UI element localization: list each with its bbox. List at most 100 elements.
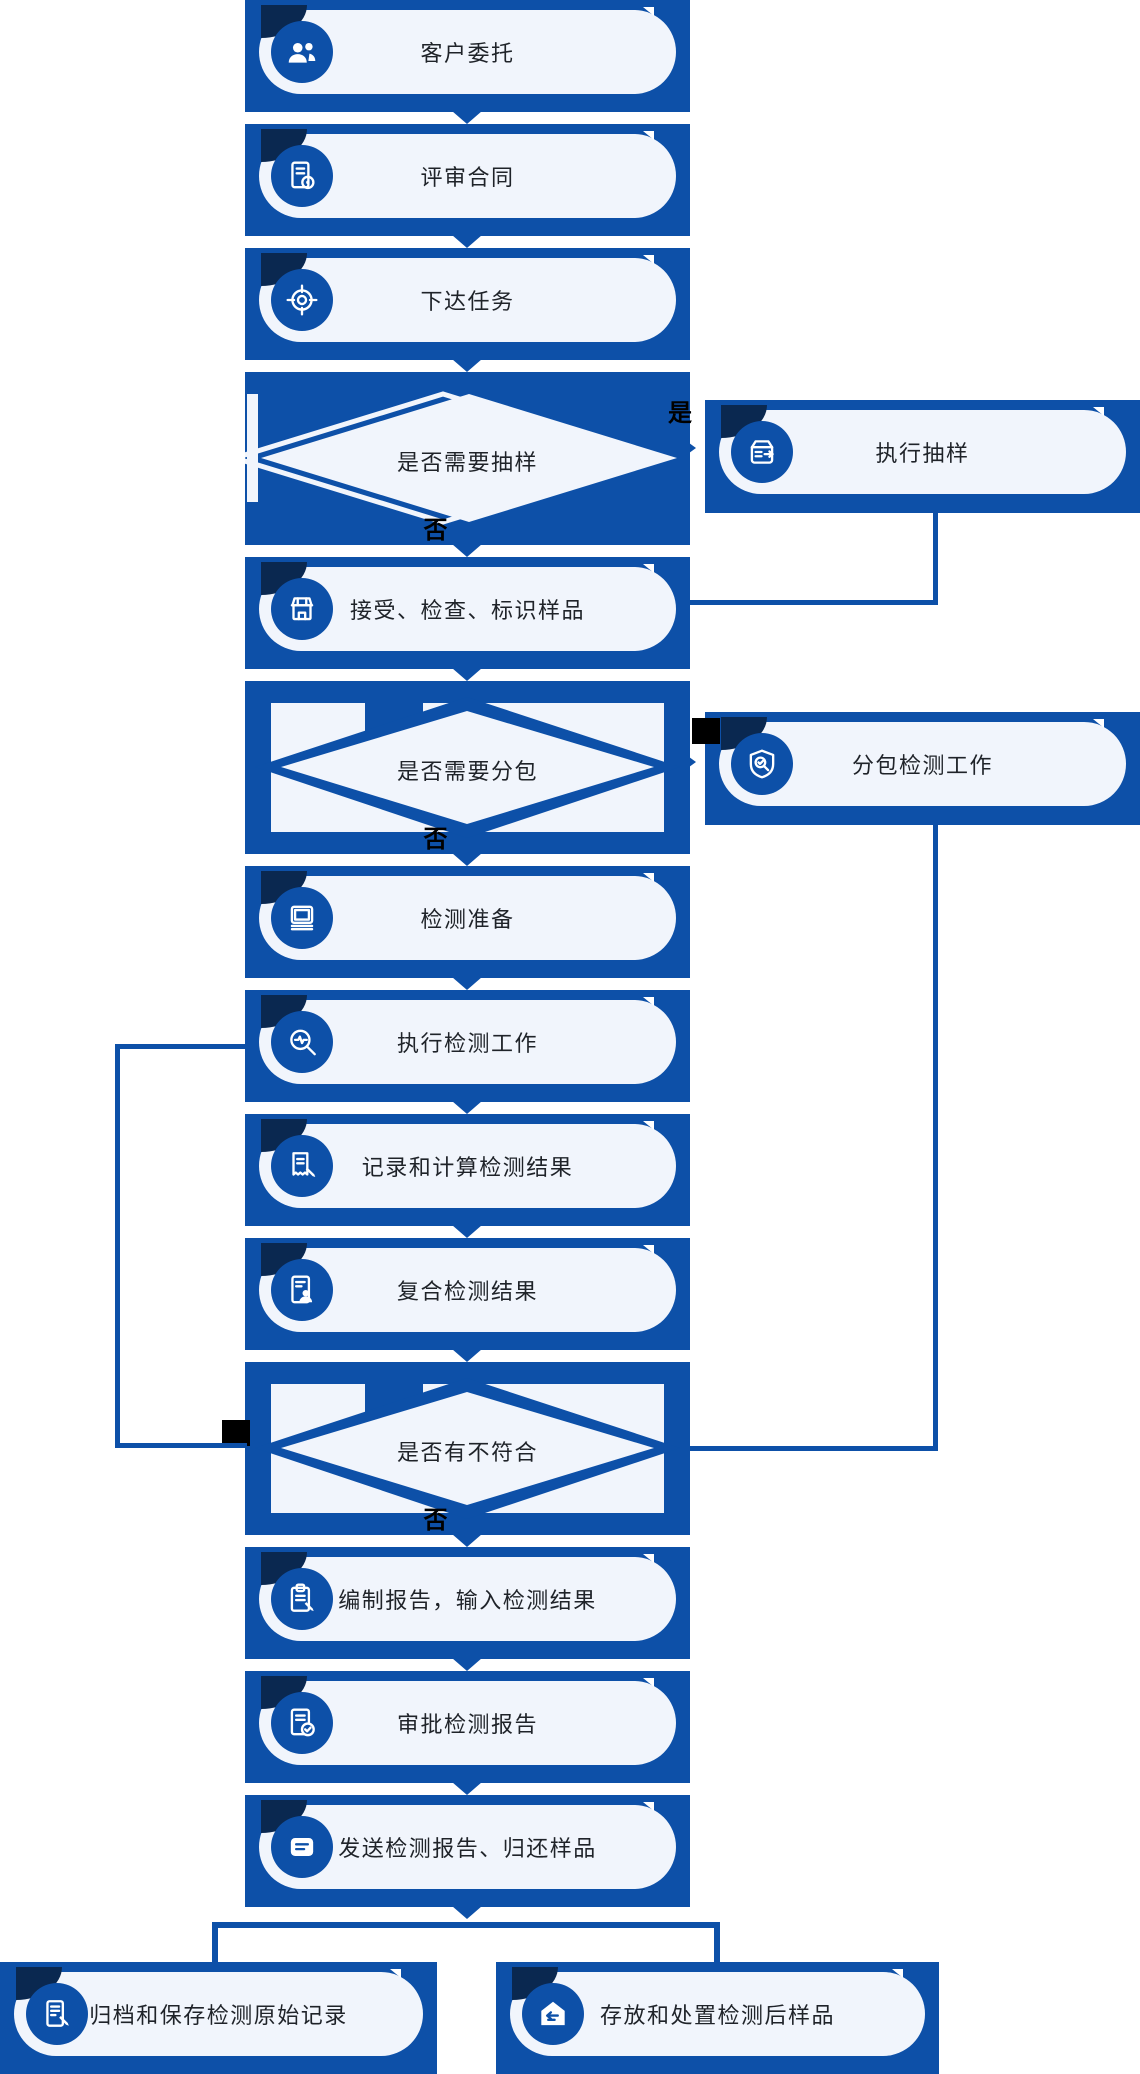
branch-label: 分包检测工作 — [851, 753, 993, 778]
corner-tick — [643, 1802, 654, 1811]
arrow-down-icon — [452, 1101, 482, 1114]
monitor-icon — [271, 887, 333, 949]
corner-tick — [1093, 719, 1104, 728]
arrow-down-icon — [452, 544, 482, 557]
flow-node-accept-check-label-samples: 接受、检查、标识样品 — [245, 557, 690, 669]
arrow-down-icon — [452, 1906, 482, 1919]
flow-node-contract-review: 评审合同 — [245, 124, 690, 236]
node-pill: 复合检测结果 — [259, 1243, 676, 1332]
step-label: 编制报告，输入检测结果 — [338, 1588, 597, 1613]
no-branch-label: 否 — [423, 826, 448, 853]
yes-arrow-sampling — [664, 440, 696, 456]
flow-node-issue-task: 下达任务 — [245, 248, 690, 360]
box-export-icon — [731, 421, 793, 483]
arrow-down-icon — [452, 1782, 482, 1795]
shield-search-icon — [731, 733, 793, 795]
node-pill: 评审合同 — [259, 129, 676, 218]
yes-branch-label-sampling: 是 — [668, 400, 692, 427]
decision-label: 是否需要分包 — [396, 759, 538, 784]
corner-tick — [643, 131, 654, 140]
decision-label: 是否有不符合 — [396, 1440, 538, 1465]
corner-tick — [892, 1969, 903, 1978]
connector-subcontract-horizontal — [690, 1446, 938, 1451]
flow-node-customer-commission: 客户委托 — [245, 0, 690, 112]
node-pill: 分包检测工作 — [719, 717, 1126, 806]
corner-tick — [643, 873, 654, 882]
step-label: 复合检测结果 — [396, 1279, 538, 1304]
connector-loop-bottom — [115, 1443, 247, 1448]
arrow-down-icon — [452, 359, 482, 372]
connector-loop-top — [115, 1044, 245, 1049]
diamond-shape — [245, 1362, 690, 1535]
corner-tick — [643, 997, 654, 1006]
connector-split-right-drop — [714, 1922, 720, 1962]
decision-label: 是否需要抽样 — [396, 450, 538, 475]
target-icon — [271, 269, 333, 331]
corner-tick — [1093, 407, 1104, 416]
terminal-label: 存放和处置检测后样品 — [599, 2003, 835, 2028]
step-label: 发送检测报告、归还样品 — [338, 1836, 597, 1861]
node-pill: 下达任务 — [259, 253, 676, 342]
step-label: 评审合同 — [420, 165, 515, 190]
arrow-down-icon — [452, 1534, 482, 1547]
corner-tick — [643, 1678, 654, 1687]
corner-tick — [643, 1245, 654, 1254]
document-check-icon — [271, 1692, 333, 1754]
yes-arrow-subcontract — [664, 754, 696, 770]
receipt-pen-icon — [271, 1135, 333, 1197]
corner-tick — [643, 255, 654, 264]
step-label: 记录和计算检测结果 — [361, 1155, 574, 1180]
node-pill: 客户委托 — [259, 5, 676, 94]
connector-loop-vertical — [115, 1044, 120, 1448]
corner-tick — [390, 1969, 401, 1978]
decision-nonconformity: 是否有不符合 否 — [245, 1362, 690, 1535]
connector-sampling-return-horizontal — [690, 600, 938, 605]
flow-node-approve-report: 审批检测报告 — [245, 1671, 690, 1783]
node-pill: 编制报告，输入检测结果 — [259, 1552, 676, 1641]
send-icon — [271, 1816, 333, 1878]
decision-need-subcontract: 是否需要分包 否 — [245, 681, 690, 854]
node-pill: 执行抽样 — [719, 405, 1126, 494]
connector-split-bar — [212, 1922, 720, 1928]
yes-branch-label-nonconformity: 是 — [222, 1419, 250, 1446]
clipboard-pen-icon — [271, 1568, 333, 1630]
branch-node-subcontract-testing: 分包检测工作 — [705, 712, 1140, 825]
node-pill: 发送检测报告、归还样品 — [259, 1800, 676, 1889]
corner-tick — [643, 1554, 654, 1563]
step-label: 检测准备 — [420, 907, 515, 932]
diamond-shape — [245, 681, 690, 854]
node-pill: 审批检测报告 — [259, 1676, 676, 1765]
no-branch-label: 否 — [423, 1507, 448, 1534]
node-pill: 检测准备 — [259, 871, 676, 960]
arrow-down-icon — [452, 1658, 482, 1671]
node-pill: 归档和保存检测原始记录 — [14, 1967, 423, 2056]
terminal-node-store-dispose-samples: 存放和处置检测后样品 — [496, 1962, 939, 2074]
house-return-icon — [522, 1983, 584, 2045]
package-icon — [271, 578, 333, 640]
terminal-label: 归档和保存检测原始记录 — [89, 2003, 348, 2028]
corner-tick — [643, 1121, 654, 1130]
connector-sampling-return-vertical — [933, 513, 938, 603]
users-icon — [271, 21, 333, 83]
step-label: 接受、检查、标识样品 — [349, 598, 585, 623]
node-pill: 存放和处置检测后样品 — [510, 1967, 925, 2056]
terminal-node-archive-records: 归档和保存检测原始记录 — [0, 1962, 437, 2074]
step-label: 客户委托 — [420, 41, 515, 66]
flow-node-send-report-return-samples: 发送检测报告、归还样品 — [245, 1795, 690, 1907]
archive-pen-icon — [26, 1983, 88, 2045]
arrow-down-icon — [452, 977, 482, 990]
step-label: 执行检测工作 — [396, 1031, 538, 1056]
connector-split-left-drop — [212, 1922, 218, 1962]
node-pill: 执行检测工作 — [259, 995, 676, 1084]
node-pill: 接受、检查、标识样品 — [259, 562, 676, 651]
diamond-shape — [245, 372, 690, 545]
connector-subcontract-vertical — [933, 825, 938, 1451]
yes-branch-label-subcontract: 是 — [692, 717, 720, 744]
no-branch-label: 否 — [423, 517, 448, 544]
corner-tick — [643, 7, 654, 16]
magnifier-pulse-icon — [271, 1011, 333, 1073]
flow-node-record-calculate-results: 记录和计算检测结果 — [245, 1114, 690, 1226]
branch-label: 执行抽样 — [875, 441, 970, 466]
document-person-icon — [271, 1259, 333, 1321]
